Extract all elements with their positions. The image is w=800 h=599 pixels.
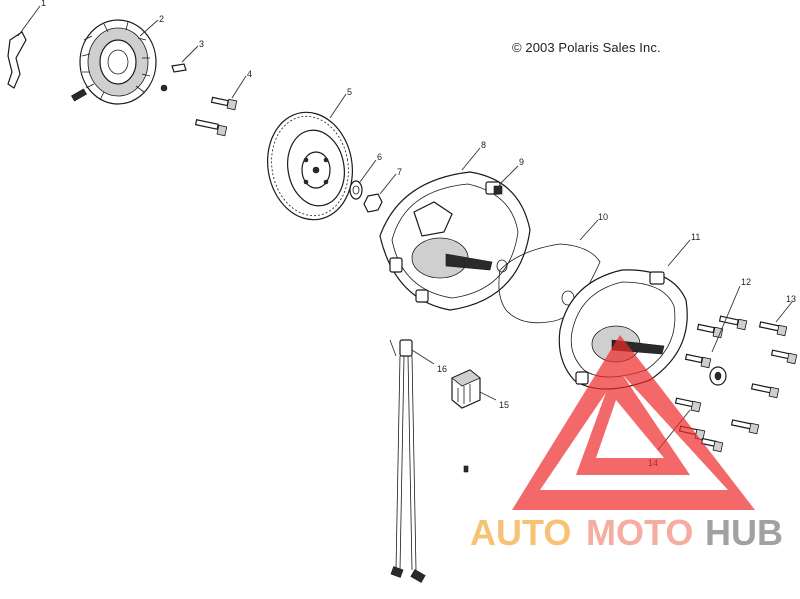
callout-4: 4 bbox=[247, 69, 252, 79]
part-7-nut bbox=[363, 173, 397, 213]
part-6-washer bbox=[349, 159, 377, 200]
watermark-hub: HUB bbox=[705, 512, 783, 553]
part-5-flywheel bbox=[266, 93, 354, 221]
callout-13: 13 bbox=[786, 294, 796, 304]
part-1-bracket bbox=[7, 5, 41, 89]
callout-6: 6 bbox=[377, 152, 382, 162]
callout-8: 8 bbox=[481, 140, 486, 150]
part-15-connector bbox=[451, 369, 497, 409]
callout-1: 1 bbox=[41, 0, 46, 8]
callout-5: 5 bbox=[347, 87, 352, 97]
watermark-logo: AUTO MOTO HUB bbox=[470, 335, 783, 553]
part-4-bolts bbox=[194, 75, 247, 137]
callout-3: 3 bbox=[199, 39, 204, 49]
callout-16: 16 bbox=[437, 364, 447, 374]
callout-11: 11 bbox=[691, 232, 700, 242]
watermark-moto: MOTO bbox=[586, 512, 693, 553]
callout-12: 12 bbox=[741, 277, 751, 287]
copyright-notice: © 2003 Polaris Sales Inc. bbox=[512, 40, 661, 55]
part-9-grommet bbox=[493, 165, 519, 195]
part-8-magneto-cover bbox=[379, 147, 531, 311]
part-3-screws bbox=[160, 45, 199, 92]
watermark-auto: AUTO bbox=[470, 512, 571, 553]
part-2-stator bbox=[71, 19, 159, 105]
callout-7: 7 bbox=[397, 167, 402, 177]
part-12-bolts bbox=[684, 285, 748, 386]
callout-15: 15 bbox=[499, 400, 509, 410]
callout-9: 9 bbox=[519, 157, 524, 167]
watermark-triangle-icon bbox=[512, 335, 755, 510]
part-13-bolts bbox=[730, 301, 798, 435]
callout-10: 10 bbox=[598, 212, 608, 222]
part-16-harness bbox=[389, 339, 469, 583]
callout-2: 2 bbox=[159, 14, 164, 24]
